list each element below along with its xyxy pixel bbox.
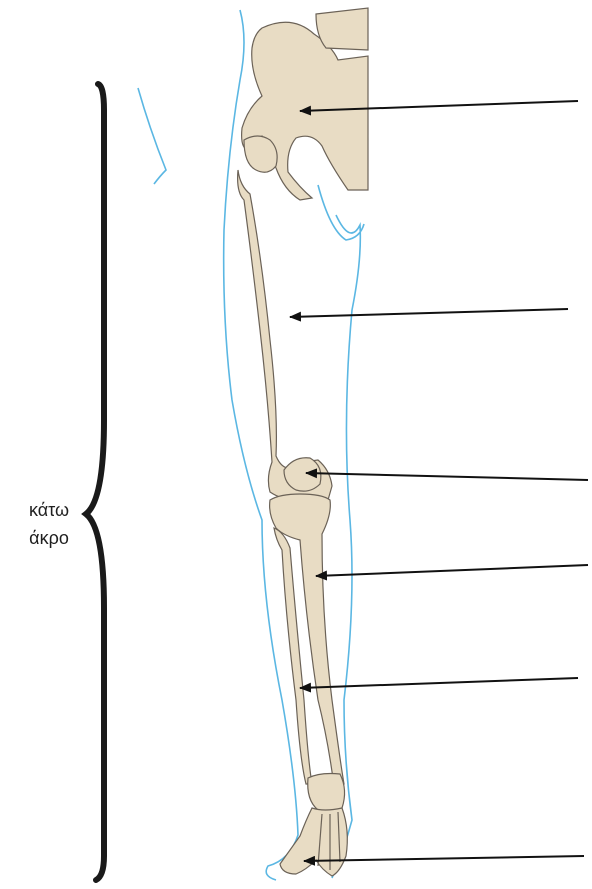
skin-outline-arm xyxy=(138,88,166,184)
femur-bone xyxy=(238,170,332,505)
skin-outline-crotch xyxy=(318,185,364,240)
vertebra xyxy=(316,8,368,50)
arrow-fibula xyxy=(300,678,578,688)
arrow-patella xyxy=(306,473,588,480)
arrow-tibia xyxy=(316,565,588,576)
limb-brace xyxy=(86,84,104,880)
patella-bone xyxy=(284,458,321,491)
foot-bones xyxy=(280,808,347,876)
bones xyxy=(238,8,368,876)
region-label-line2: άκρο xyxy=(14,524,84,552)
region-label-line1: κάτω xyxy=(14,496,84,524)
tarsal-bones xyxy=(308,774,345,812)
arrow-femur xyxy=(290,309,568,317)
